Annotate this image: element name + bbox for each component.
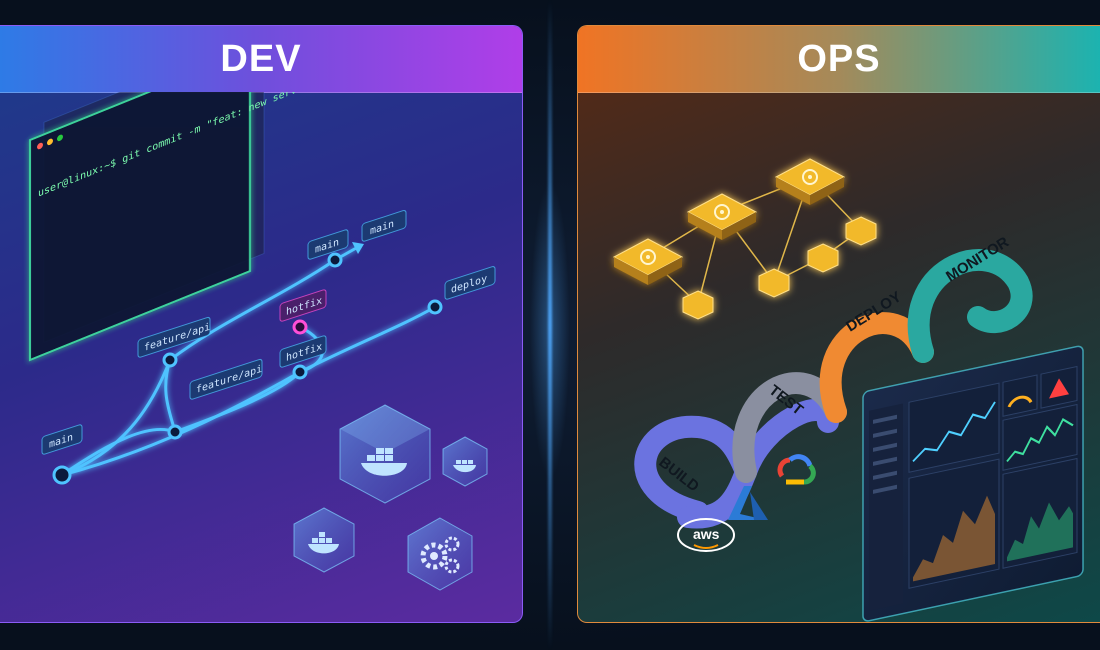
dev-panel: DEV user@linux:~$ git commit -m "feat: n…	[0, 25, 523, 623]
monitor-arc	[907, 248, 1033, 363]
container-icon	[758, 268, 790, 298]
commit-node	[167, 424, 183, 440]
ops-scene: BUILD TEST DEPLOY MONITOR aws	[612, 158, 1084, 622]
commit-node	[52, 465, 72, 485]
commit-node	[427, 299, 443, 315]
google-cloud-icon	[777, 454, 816, 485]
branch-tag-main-start: main	[41, 424, 83, 455]
monitoring-dashboard	[862, 345, 1084, 622]
container-icon	[807, 243, 839, 273]
branch-arrow-icon	[352, 242, 364, 254]
hotfix-commit-node	[292, 319, 308, 335]
commit-node	[162, 352, 178, 368]
branch-tag-feature-api-2: feature/api	[189, 358, 263, 400]
kubernetes-icon	[774, 158, 846, 205]
container-icon	[845, 216, 877, 246]
docker-icon	[442, 436, 488, 487]
branch-tag-deploy: deploy	[444, 266, 496, 300]
cluster-network	[647, 176, 862, 305]
dev-scene: user@linux:~$ git commit -m "feat: new s…	[29, 92, 496, 591]
ops-panel: OPS	[577, 25, 1100, 623]
docker-icon	[339, 404, 431, 504]
kubernetes-icon	[612, 238, 684, 285]
gauge-icon	[1007, 395, 1033, 408]
center-divider	[548, 0, 552, 650]
branch-tag-main-top: main	[307, 229, 349, 260]
terminal-window: user@linux:~$ git commit -m "feat: new s…	[29, 92, 321, 362]
container-icon	[682, 290, 714, 320]
pipeline-loop	[634, 248, 1033, 529]
cloud-logos: aws	[677, 454, 816, 552]
alert-icon	[1049, 378, 1069, 399]
ops-title: OPS	[578, 26, 1100, 93]
svg-text:aws: aws	[693, 526, 720, 542]
commit-nodes	[52, 252, 443, 485]
azure-icon	[728, 486, 768, 520]
branch-tag-main-arrow: main	[361, 209, 407, 242]
aws-icon: aws	[677, 518, 735, 552]
gears-icon	[407, 517, 473, 591]
branch-tag-feature-api-1: feature/api	[137, 316, 211, 358]
commit-node	[292, 364, 308, 380]
docker-icon	[293, 507, 355, 573]
docker-cubes	[293, 404, 488, 591]
dev-title: DEV	[0, 26, 522, 93]
commit-node	[327, 252, 343, 268]
branch-tag-hotfix-1: hotfix	[279, 289, 327, 322]
cluster-nodes	[612, 158, 877, 320]
kubernetes-icon	[686, 193, 758, 240]
